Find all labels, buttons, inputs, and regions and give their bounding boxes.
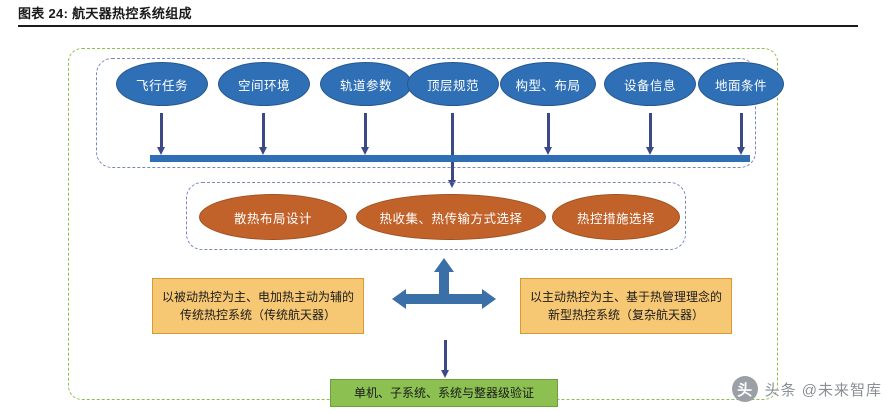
system-node-active[interactable]: 以主动热控为主、基于热管理理念的新型热控系统（复杂航天器） bbox=[520, 278, 732, 334]
method-node-2[interactable]: 热收集、热传输方式选择 bbox=[356, 194, 546, 240]
figure-caption: 图表 24: 航天器热控系统组成 bbox=[18, 4, 878, 28]
input-node-3[interactable]: 轨道参数 bbox=[320, 62, 412, 106]
figure-caption-text: 图表 24: 航天器热控系统组成 bbox=[18, 6, 192, 21]
input-arrow-5 bbox=[544, 113, 553, 155]
input-arrow-7 bbox=[737, 113, 746, 155]
input-arrow-6 bbox=[646, 113, 655, 155]
systems-to-validation-arrow bbox=[441, 340, 450, 378]
input-node-2[interactable]: 空间环境 bbox=[218, 62, 310, 106]
input-arrow-4 bbox=[448, 113, 457, 188]
method-node-1[interactable]: 散热布局设计 bbox=[199, 194, 347, 240]
input-node-5[interactable]: 构型、布局 bbox=[500, 62, 596, 106]
watermark-logo-icon: 头 bbox=[731, 376, 758, 402]
watermark: 头 头条 @未来智库 bbox=[731, 376, 882, 402]
input-node-4[interactable]: 顶层规范 bbox=[407, 62, 499, 106]
system-node-passive[interactable]: 以被动热控为主、电加热主动为辅的传统热控系统（传统航天器） bbox=[152, 278, 364, 334]
method-node-3[interactable]: 热控措施选择 bbox=[552, 194, 680, 240]
systems-arrow-cluster bbox=[390, 258, 500, 324]
input-node-7[interactable]: 地面条件 bbox=[698, 62, 784, 106]
input-arrow-3 bbox=[361, 113, 370, 155]
input-node-1[interactable]: 飞行任务 bbox=[116, 62, 208, 106]
caption-divider bbox=[18, 25, 858, 27]
methods-group-frame bbox=[186, 182, 686, 250]
input-arrow-1 bbox=[157, 113, 166, 155]
input-arrow-2 bbox=[259, 113, 268, 155]
input-bus-bar bbox=[150, 155, 750, 162]
inputs-group-frame bbox=[96, 58, 756, 168]
watermark-text: 头条 @未来智库 bbox=[764, 381, 882, 399]
validation-node[interactable]: 单机、子系统、系统与整器级验证 bbox=[330, 379, 558, 407]
input-node-6[interactable]: 设备信息 bbox=[604, 62, 696, 106]
